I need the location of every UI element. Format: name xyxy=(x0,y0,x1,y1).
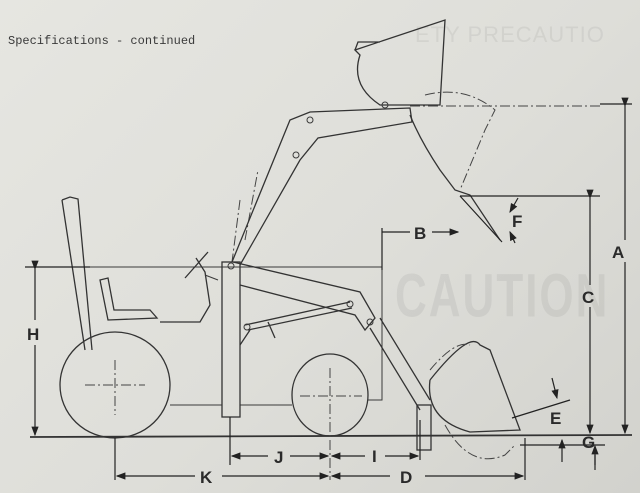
dash-console xyxy=(204,274,219,281)
bucket-raised xyxy=(353,19,446,106)
loader-raised xyxy=(231,19,600,266)
label-e: E xyxy=(550,409,561,428)
loader-lowered xyxy=(221,169,521,460)
dimension-lines xyxy=(25,97,632,480)
label-i: I xyxy=(372,447,377,466)
label-f: F xyxy=(512,212,522,231)
boom-arm xyxy=(232,261,376,332)
label-c: C xyxy=(582,288,594,307)
label-d: D xyxy=(400,468,412,487)
raised-boom xyxy=(231,107,413,266)
loader-mast xyxy=(221,261,241,418)
bleed-through-text: ETY PRECAUTIO xyxy=(415,22,605,47)
tractor xyxy=(59,196,383,480)
bucket-lowered xyxy=(428,340,521,433)
hydraulic-cylinder xyxy=(244,301,353,339)
label-k: K xyxy=(200,468,213,487)
label-h: H xyxy=(27,325,39,344)
bleed-through-text: CAUTION xyxy=(395,262,610,331)
label-b: B xyxy=(414,224,426,243)
chassis xyxy=(80,266,383,406)
seat xyxy=(99,277,159,321)
page-header: Specifications - continued xyxy=(8,34,196,48)
bucket-dumped xyxy=(409,114,501,241)
label-a: A xyxy=(612,243,624,262)
steering-wheel xyxy=(160,251,211,323)
dimension-labels: A B C D E F G H I J K xyxy=(27,212,624,487)
label-j: J xyxy=(274,448,283,467)
seat-tower xyxy=(61,196,93,351)
label-g: G xyxy=(582,433,595,452)
